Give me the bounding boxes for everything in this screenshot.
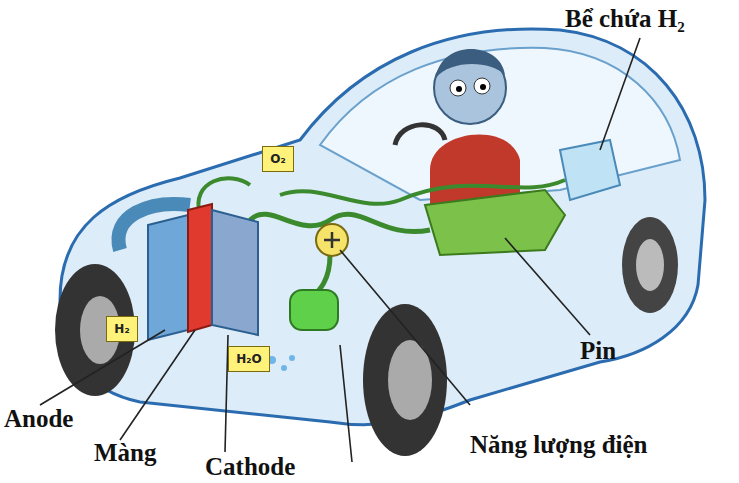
battery (425, 190, 565, 255)
part-label: Năng lượng điện (470, 432, 648, 457)
gas-label: H₂O (236, 352, 262, 366)
leader-line (340, 250, 470, 405)
part-label: Cathode (205, 454, 295, 479)
anode-plate (148, 215, 188, 340)
wheel (622, 217, 678, 313)
part-label: Bể chứa H₂ (565, 6, 685, 31)
driver-pupil (456, 86, 462, 92)
driver-eye (474, 78, 490, 94)
electric-motor (290, 290, 338, 330)
wheel-hub (636, 239, 664, 291)
gas-label-box: O₂ (262, 146, 294, 172)
water-drop (289, 355, 295, 361)
driver-eye (450, 80, 466, 96)
hydrogen-tank (560, 140, 620, 200)
leader-line (120, 330, 195, 440)
part-label: Anode (4, 406, 73, 431)
leader-line (600, 38, 640, 150)
wire (280, 180, 565, 204)
membrane (188, 204, 212, 332)
gas-label-box: H₂O (228, 346, 270, 372)
gas-label: O₂ (270, 152, 285, 166)
water-drop (281, 365, 287, 371)
gas-label-box: H₂ (106, 316, 138, 342)
cathode-plate (212, 210, 258, 335)
wheel (55, 264, 135, 396)
leader-line (505, 238, 590, 335)
gas-label: H₂ (114, 322, 129, 336)
leader-line (340, 345, 352, 462)
driver-hair (436, 49, 505, 78)
leader-line (40, 330, 165, 405)
steering-wheel (395, 125, 445, 145)
driver-pupil (480, 84, 486, 90)
controller (316, 224, 348, 256)
part-label: Pin (580, 338, 616, 363)
plus-sign (324, 232, 340, 248)
part-label: Màng (94, 440, 157, 465)
